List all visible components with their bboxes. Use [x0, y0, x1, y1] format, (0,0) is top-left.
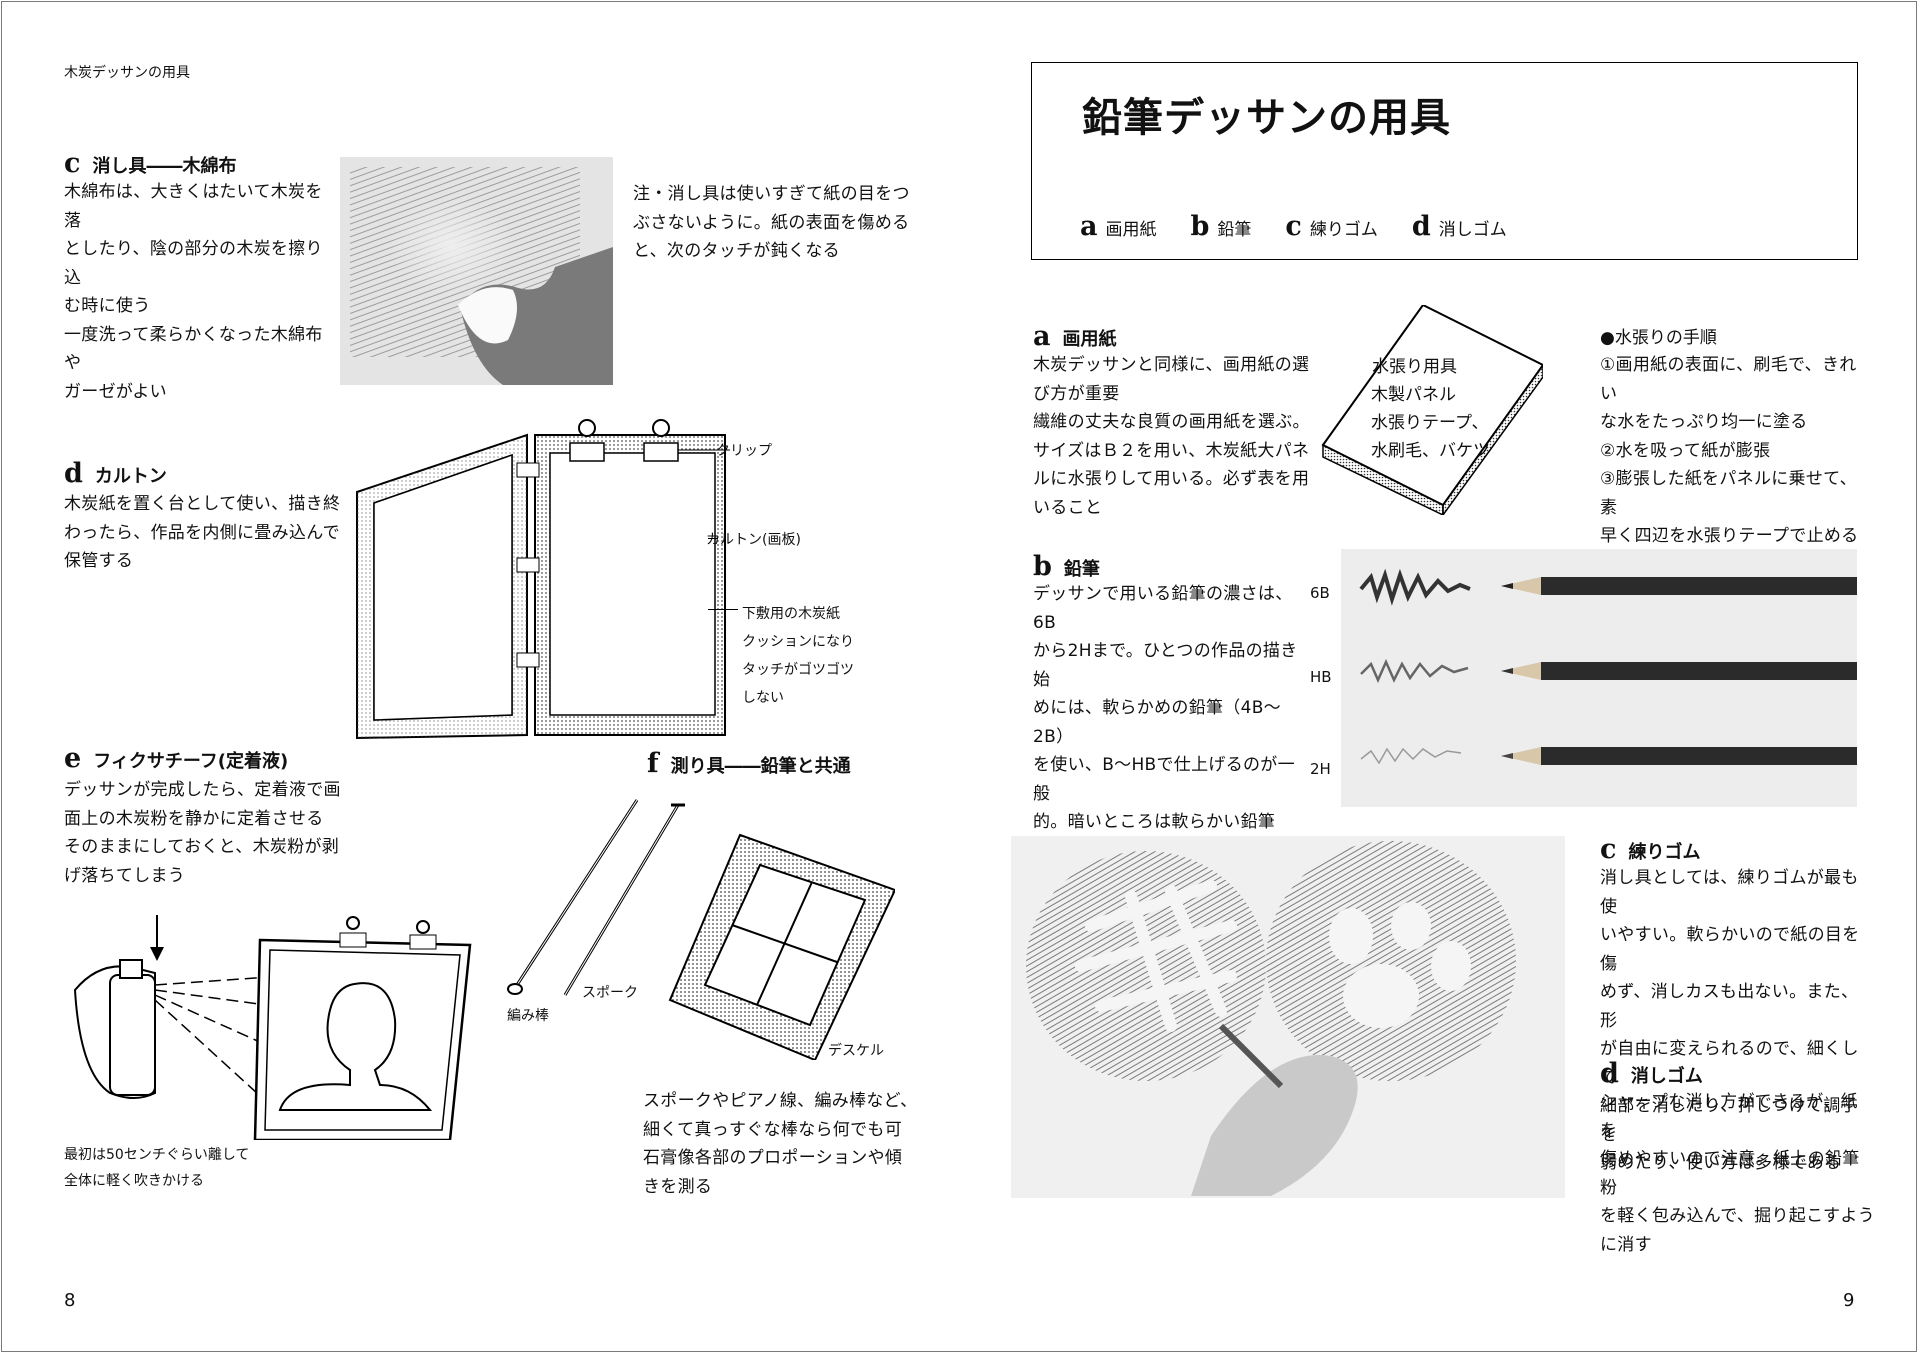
- section-title: 消し具――木綿布: [92, 156, 237, 177]
- carton-label-under: 下敷用の木炭紙 クッションになり タッチがゴツゴツ しない: [742, 606, 854, 706]
- section-letter: b: [1033, 551, 1052, 582]
- label-spoke: スポーク: [582, 985, 638, 1001]
- section-e-left-body: デッサンが完成したら、定着液で画 面上の木炭粉を静かに定着させる そのままにして…: [64, 780, 341, 886]
- title-item-list: a 画用紙 b 鉛筆 c 練りゴム d 消しゴム: [1080, 213, 1507, 240]
- item-letter: b: [1190, 211, 1210, 242]
- section-f-left-heading: f 測り具――鉛筆と共通: [647, 750, 851, 778]
- item-letter: d: [1411, 211, 1431, 242]
- panel-illustration: [1318, 303, 1545, 518]
- section-title: 練りゴム: [1628, 842, 1701, 863]
- label-descale: デスケル: [828, 1043, 884, 1059]
- section-d-right-heading: d 消しゴム: [1600, 1060, 1703, 1088]
- panel-text-3: 水張りテープ、: [1371, 413, 1489, 433]
- section-title: 測り具――鉛筆と共通: [670, 756, 851, 777]
- section-letter: d: [1600, 1058, 1619, 1089]
- section-e-left-heading: e フィクサチーフ(定着液): [64, 745, 288, 773]
- title-item: c 練りゴム: [1285, 213, 1377, 240]
- section-d-left-heading: d カルトン: [64, 460, 167, 488]
- section-letter: a: [1033, 321, 1051, 352]
- section-d-right-body: シャープな消し方ができるが、紙を 傷めやすいので注意。紙上の鉛筆粉 を軽く包み込…: [1600, 1092, 1875, 1255]
- cloth-eraser-photo: [340, 157, 613, 385]
- page-number-right: 9: [1843, 1290, 1855, 1311]
- fixative-illustration: [70, 915, 480, 1142]
- leader-line: [708, 538, 718, 539]
- section-letter: f: [647, 748, 659, 779]
- section-letter: c: [64, 148, 81, 179]
- item-label: 鉛筆: [1217, 220, 1252, 240]
- fixative-caption: 最初は50センチぐらい離して 全体に軽く吹きかける: [64, 1147, 250, 1189]
- leader-line: [708, 609, 738, 610]
- section-a-right-body: 木炭デッサンと同様に、画用紙の選 び方が重要 繊維の丈夫な良質の画用紙を選ぶ。 …: [1033, 355, 1310, 518]
- carton-label-clip: クリップ: [716, 443, 772, 459]
- page-title: 鉛筆デッサンの用具: [1082, 95, 1451, 141]
- title-item: b 鉛筆: [1191, 213, 1252, 240]
- item-label: 練りゴム: [1309, 220, 1378, 240]
- section-letter: d: [64, 458, 83, 489]
- title-box: 鉛筆デッサンの用具 a 画用紙 b 鉛筆 c 練りゴム d 消しゴム: [1031, 62, 1858, 260]
- grade-label-hb: HB: [1310, 668, 1332, 686]
- panel-text-2: 木製パネル: [1371, 385, 1456, 405]
- kneaded-eraser-photo: [1011, 836, 1565, 1198]
- section-title: 画用紙: [1062, 329, 1117, 350]
- running-header: 木炭デッサンの用具: [64, 65, 190, 81]
- label-knitting-needle: 編み棒: [507, 1008, 549, 1024]
- title-item: a 画用紙: [1080, 213, 1157, 240]
- grade-label-2h: 2H: [1310, 760, 1331, 778]
- item-label: 消しゴム: [1438, 220, 1507, 240]
- carton-illustration: [352, 415, 732, 745]
- section-f-left-body: スポークやピアノ線、編み棒など、 細くて真っすぐな棒なら何でも可 石膏像各部のプ…: [643, 1091, 918, 1197]
- section-title: 鉛筆: [1063, 559, 1100, 580]
- steps-title: ●水張りの手順: [1600, 328, 1717, 348]
- steps-list: ①画用紙の表面に、刷毛で、きれい な水をたっぷり均一に塗る ②水を吸って紙が膨張…: [1600, 355, 1859, 575]
- section-b-right-heading: b 鉛筆: [1033, 553, 1100, 581]
- section-title: カルトン: [94, 466, 167, 487]
- section-c-left-note: 注・消し具は使いすぎて紙の目をつ ぶさないように。紙の表面を傷める と、次のタッ…: [633, 184, 910, 261]
- title-item: d 消しゴム: [1412, 213, 1507, 240]
- section-letter: c: [1600, 834, 1617, 865]
- pencil-grades-photo: [1341, 549, 1857, 807]
- item-letter: c: [1285, 211, 1302, 242]
- section-c-right-heading: c 練りゴム: [1600, 836, 1700, 864]
- item-label: 画用紙: [1105, 220, 1157, 240]
- carton-label-board: カルトン(画板): [706, 532, 801, 548]
- section-d-left-body: 木炭紙を置く台として使い、描き終 わったら、作品を内側に畳み込んで 保管する: [64, 494, 341, 571]
- item-letter: a: [1080, 211, 1098, 242]
- section-c-left-heading: c 消し具――木綿布: [64, 150, 236, 178]
- section-title: フィクサチーフ(定着液): [93, 751, 289, 772]
- page-number-left: 8: [64, 1290, 76, 1311]
- section-c-left-body: 木綿布は、大きくはたいて木炭を落 としたり、陰の部分の木炭を擦り込 む時に使う …: [64, 182, 323, 402]
- measuring-tools-illustration: [495, 790, 897, 1062]
- section-a-right-heading: a 画用紙: [1033, 323, 1117, 351]
- panel-text-1: 水張り用具: [1372, 357, 1457, 377]
- panel-text-4: 水刷毛、バケツ: [1371, 441, 1490, 461]
- section-title: 消しゴム: [1630, 1066, 1703, 1087]
- section-c-right-body: 消し具としては、練りゴムが最も使 いやすい。軟らかいので紙の目を傷 めず、消しカ…: [1600, 868, 1860, 1173]
- section-letter: e: [64, 743, 82, 774]
- grade-label-6b: 6B: [1310, 584, 1330, 602]
